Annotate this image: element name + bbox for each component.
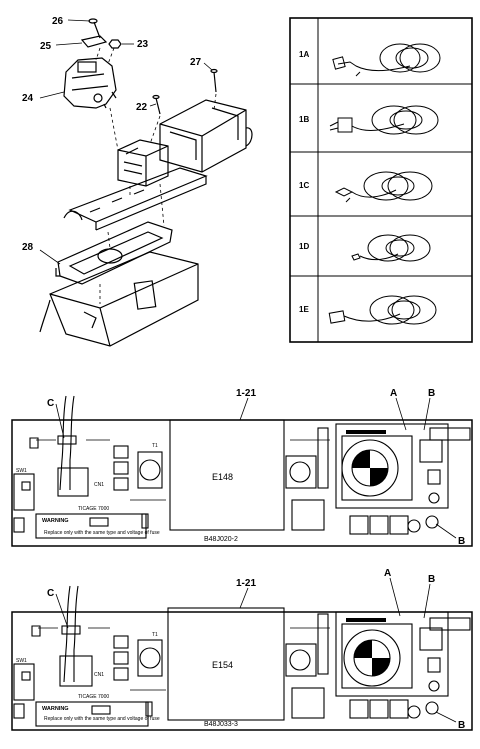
switch-sw1 bbox=[13, 663, 35, 701]
switch-sw1 bbox=[13, 473, 35, 511]
pointer-label-a: A bbox=[390, 388, 397, 399]
transformer bbox=[117, 139, 169, 187]
upper-circuit-plate bbox=[63, 167, 208, 231]
callout-22: 22 bbox=[136, 102, 148, 113]
callout-25: 25 bbox=[40, 41, 52, 52]
part-number: B48J033-3 bbox=[204, 721, 238, 728]
board2-leaders bbox=[55, 577, 457, 723]
terminal-tab bbox=[429, 617, 471, 631]
pointer-label-b-top: B bbox=[428, 574, 435, 585]
callout-28: 28 bbox=[22, 242, 34, 253]
bracket-25 bbox=[80, 35, 108, 48]
power-cord-1c bbox=[334, 171, 433, 203]
power-cord-1a bbox=[332, 43, 441, 77]
assembly-ref-callout: 1-21 bbox=[236, 578, 256, 589]
cord-variant-labels: 1A 1B 1C 1D 1E bbox=[299, 50, 309, 314]
warning-label bbox=[35, 701, 149, 727]
screw-26 bbox=[88, 18, 101, 39]
board-outline bbox=[11, 419, 473, 547]
power-cords bbox=[328, 43, 441, 325]
svg-text:CN1: CN1 bbox=[94, 672, 104, 678]
cord-label-1e: 1E bbox=[299, 305, 309, 314]
leader-lines bbox=[39, 19, 213, 265]
connector-cn1 bbox=[59, 655, 93, 687]
module-label: E154 bbox=[212, 660, 233, 670]
base-tray bbox=[39, 251, 199, 347]
control-board-e154: CN1 T1 TICAGE 7000 Replace only with the… bbox=[11, 568, 473, 731]
board1-markings: CN1 T1 TICAGE 7000 Replace only with the… bbox=[44, 443, 160, 536]
pointer-label-c: C bbox=[47, 398, 54, 409]
warning-text: WARNING bbox=[42, 706, 69, 712]
callout-24: 24 bbox=[22, 93, 34, 104]
timer-dial[interactable] bbox=[341, 439, 399, 497]
svg-text:CN1: CN1 bbox=[94, 482, 104, 488]
cord-label-1a: 1A bbox=[299, 50, 309, 59]
callout-27: 27 bbox=[190, 57, 202, 68]
svg-text:Replace only with the same typ: Replace only with the same type and volt… bbox=[44, 716, 160, 722]
screw-27 bbox=[210, 68, 218, 93]
relay bbox=[137, 639, 163, 677]
screw-22 bbox=[152, 94, 161, 115]
switch-label: SW1 bbox=[16, 658, 27, 664]
cord-label-1c: 1C bbox=[299, 181, 309, 190]
svg-text:TICAGE 7000: TICAGE 7000 bbox=[78, 506, 109, 512]
exploded-view bbox=[39, 18, 253, 347]
dial-segment bbox=[352, 450, 370, 468]
pointer-label-b-bottom: B bbox=[458, 536, 465, 547]
assembly-ref-callout: 1-21 bbox=[236, 388, 256, 399]
cable-c bbox=[57, 395, 77, 491]
switch-label: SW1 bbox=[16, 468, 27, 474]
pointer-label-b-top: B bbox=[428, 388, 435, 399]
control-board-e148: CN1 T1 TICAGE 7000 Replace only with the… bbox=[11, 388, 473, 547]
terminal-tab bbox=[429, 427, 471, 441]
board2-markings: CN1 T1 TICAGE 7000 Replace only with the… bbox=[44, 632, 160, 722]
connector-housing-24 bbox=[63, 57, 117, 109]
shield-bracket bbox=[159, 99, 253, 173]
connector-cn1 bbox=[57, 467, 89, 497]
svg-text:Replace only with the same typ: Replace only with the same type and volt… bbox=[44, 530, 160, 536]
module-block bbox=[169, 419, 285, 531]
callout-26: 26 bbox=[52, 16, 64, 27]
module-label: E148 bbox=[212, 472, 233, 482]
pointer-label-a: A bbox=[384, 568, 391, 579]
cable-c bbox=[61, 585, 81, 683]
cord-variants-table bbox=[289, 17, 473, 343]
warning-text: WARNING bbox=[42, 518, 69, 524]
board-outline bbox=[11, 611, 473, 731]
board1-leaders bbox=[55, 397, 457, 539]
svg-text:TICAGE 7000: TICAGE 7000 bbox=[78, 694, 109, 700]
part-number: B48J020-2 bbox=[204, 536, 238, 543]
pointer-label-b-bottom: B bbox=[458, 720, 465, 731]
pointer-label-c: C bbox=[47, 588, 54, 599]
nut-23 bbox=[108, 39, 122, 49]
svg-text:T1: T1 bbox=[152, 632, 158, 638]
module-block bbox=[167, 607, 285, 721]
power-cord-1d bbox=[351, 234, 431, 262]
assembly-guide-lines bbox=[95, 47, 217, 304]
svg-text:T1: T1 bbox=[152, 443, 158, 449]
timer-dial[interactable] bbox=[343, 629, 401, 687]
warning-label bbox=[35, 513, 147, 539]
power-cord-1e bbox=[328, 295, 437, 325]
cord-label-1b: 1B bbox=[299, 115, 309, 124]
timer-dial-housing bbox=[335, 423, 449, 509]
callout-23: 23 bbox=[137, 39, 149, 50]
dial-segment bbox=[354, 640, 372, 658]
power-cord-1b bbox=[329, 105, 439, 135]
holder-28 bbox=[55, 221, 173, 285]
relay bbox=[137, 451, 163, 489]
timer-dial-housing bbox=[335, 611, 449, 697]
component-block bbox=[113, 445, 129, 459]
exploded-callouts: 26 25 23 24 22 27 28 bbox=[22, 16, 202, 253]
cord-label-1d: 1D bbox=[299, 242, 309, 251]
